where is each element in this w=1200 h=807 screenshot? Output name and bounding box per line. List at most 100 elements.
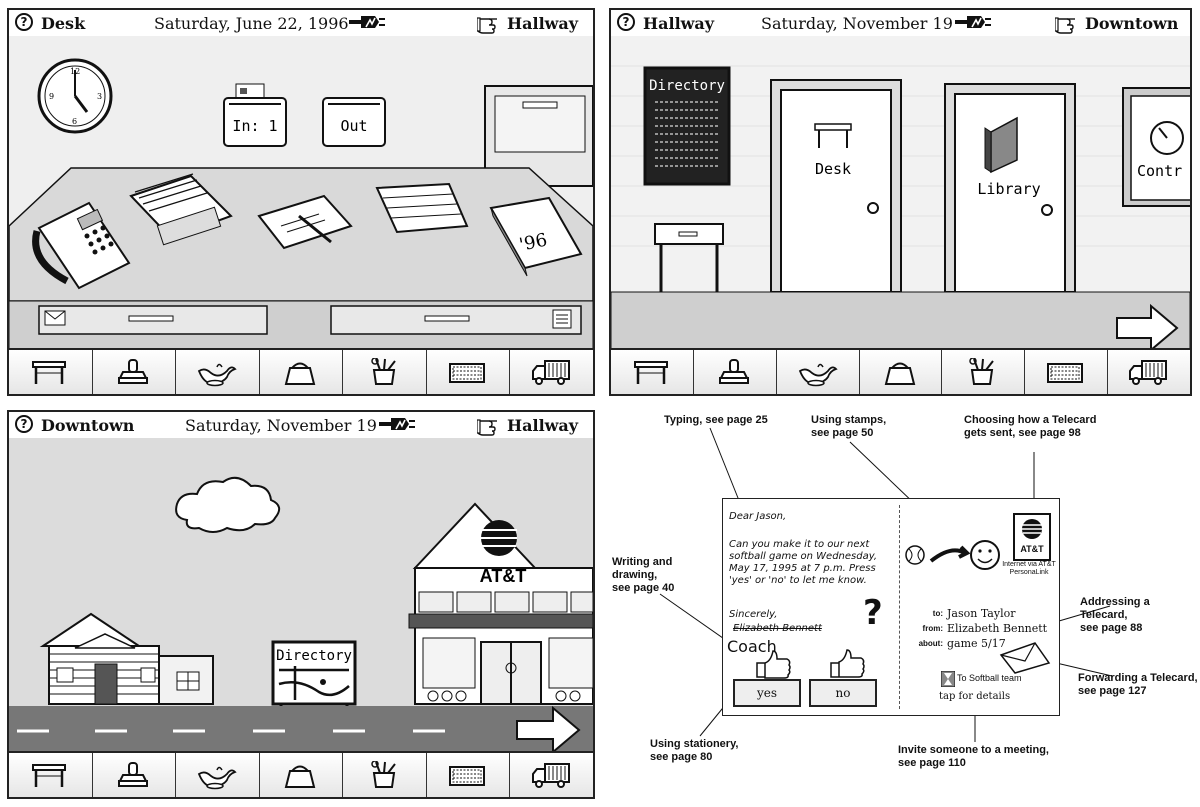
door-library-label: Library — [977, 180, 1040, 198]
callout-forwarding-line2: see page 127 — [1078, 685, 1147, 697]
desk-icon — [32, 360, 67, 386]
postcard-icon[interactable] — [257, 194, 353, 250]
toolbar-tools-button[interactable] — [343, 753, 427, 797]
pointing-hand-icon[interactable] — [477, 15, 499, 35]
softball-icon — [905, 545, 925, 565]
notebook-icon[interactable] — [375, 182, 469, 234]
att-logo-stamp[interactable]: AT&T — [1013, 513, 1051, 561]
thumbs-down-icon — [830, 649, 865, 678]
tools-cup-icon — [370, 358, 396, 385]
toolbar-keyboard-button[interactable] — [426, 350, 511, 394]
from-value[interactable]: Elizabeth Bennett — [947, 622, 1048, 635]
keyboard-icon — [449, 363, 486, 383]
callout-forwarding-line1: Forwarding a Telecard, — [1078, 672, 1198, 684]
yes-button[interactable]: yes — [733, 679, 801, 707]
outbox-tray[interactable]: Out — [322, 97, 386, 147]
inbox-tray[interactable]: In: 1 — [223, 83, 287, 147]
callout-stamps-line1: Using stamps, — [811, 414, 887, 426]
desk-icon — [633, 360, 669, 386]
truck-icon — [531, 360, 570, 385]
door-control-partial[interactable]: Contr — [1122, 87, 1190, 207]
power-plug-icon — [349, 15, 387, 29]
toolbar-keyboard-button[interactable] — [426, 753, 511, 797]
letter-body[interactable]: Can you make it to our next softball gam… — [729, 539, 878, 586]
att-store[interactable]: AT&T — [408, 502, 593, 705]
right-drawer[interactable] — [330, 305, 582, 335]
att-logo-text: AT&T — [1020, 544, 1044, 554]
toolbar-tools-button[interactable] — [942, 350, 1026, 394]
toolbar-stamp-button[interactable] — [693, 350, 777, 394]
card-file-icon[interactable] — [129, 173, 233, 246]
toolbar-tools-button[interactable] — [343, 350, 427, 394]
house[interactable] — [39, 612, 214, 705]
tap-for-details-text[interactable]: tap for details — [939, 691, 1011, 702]
directory-sign-title: Directory — [276, 648, 352, 664]
toolbar-truck-button[interactable] — [1108, 350, 1190, 394]
directory-sign[interactable]: Directory — [271, 640, 357, 720]
callout-invite-line2: see page 110 — [898, 757, 966, 769]
toolbar-desk-button[interactable] — [9, 350, 93, 394]
toolbar-truck-button[interactable] — [510, 753, 593, 797]
power-plug-icon — [379, 417, 417, 431]
toolbar-bag-button[interactable] — [859, 350, 943, 394]
about-value[interactable]: game 5/17 — [947, 637, 1006, 650]
pointing-hand-icon[interactable] — [1055, 15, 1077, 35]
right-arrow-icon[interactable] — [1116, 303, 1179, 352]
destination-link[interactable]: Downtown — [1085, 14, 1179, 33]
letter-greeting[interactable]: Dear Jason, — [729, 511, 787, 522]
bag-icon — [884, 362, 915, 385]
forward-to-text[interactable]: To Softball team — [957, 673, 1022, 683]
callout-choosing-line1: Choosing how a Telecard — [964, 414, 1097, 426]
downtown-toolbar — [9, 751, 593, 797]
door-desk[interactable]: Desk — [770, 79, 902, 293]
help-icon[interactable]: ? — [15, 13, 33, 31]
side-table — [654, 223, 724, 292]
directory-board[interactable]: Directory — [643, 66, 731, 186]
envelope-icon[interactable] — [999, 641, 1051, 675]
toolbar-keyboard-button[interactable] — [1025, 350, 1109, 394]
desk-header-bar: ? Desk Saturday, June 22, 1996 Hallway — [9, 10, 593, 37]
callout-stationery-line2: see page 80 — [650, 751, 713, 763]
service-note: Internet via AT&T PersonaLink — [1002, 561, 1056, 576]
toolbar-lamp-button[interactable] — [176, 350, 260, 394]
letter-signature-struck[interactable]: Elizabeth Bennett — [733, 623, 822, 634]
destination-link[interactable]: Hallway — [507, 14, 579, 33]
pointing-hand-icon[interactable] — [477, 417, 499, 437]
handwritten-note[interactable]: Coach — [727, 637, 777, 656]
question-mark: ? — [863, 593, 883, 633]
door-library[interactable]: Library — [944, 83, 1076, 293]
no-button[interactable]: no — [809, 679, 877, 707]
toolbar-lamp-button[interactable] — [776, 350, 860, 394]
help-icon[interactable]: ? — [617, 13, 635, 31]
desk-panel: ? Desk Saturday, June 22, 1996 Hallway 1… — [7, 8, 595, 396]
toolbar-bag-button[interactable] — [259, 753, 344, 797]
toolbar-stamp-button[interactable] — [92, 350, 177, 394]
downtown-header-bar: ? Downtown Saturday, November 19 Hallway — [9, 412, 593, 439]
right-arrow-icon[interactable] — [516, 705, 581, 755]
letter-closing[interactable]: Sincerely, — [729, 609, 778, 620]
to-value[interactable]: Jason Taylor — [947, 607, 1016, 620]
location-label: Downtown — [41, 416, 135, 435]
left-drawer[interactable] — [38, 305, 268, 335]
svg-text:12: 12 — [70, 67, 80, 76]
inbox-label: In: 1 — [232, 117, 277, 135]
callout-stationery-line1: Using stationery, — [650, 738, 739, 750]
stamp-icon — [117, 762, 148, 787]
toolbar-stamp-button[interactable] — [92, 753, 177, 797]
callout-typing: Typing, see page 25 — [664, 414, 768, 426]
store-sign: AT&T — [480, 566, 527, 586]
telephone-icon[interactable] — [32, 201, 131, 290]
toolbar-desk-button[interactable] — [9, 753, 93, 797]
toolbar-desk-button[interactable] — [611, 350, 694, 394]
toolbar-lamp-button[interactable] — [176, 753, 260, 797]
telecard[interactable]: Dear Jason, Can you make it to our next … — [722, 498, 1060, 716]
toolbar-truck-button[interactable] — [510, 350, 593, 394]
datebook-icon[interactable]: '96 — [489, 196, 583, 277]
help-icon[interactable]: ? — [15, 415, 33, 433]
destination-link[interactable]: Hallway — [507, 416, 579, 435]
stamp-area[interactable] — [903, 533, 1013, 583]
date-label: Saturday, November 19 — [185, 416, 377, 435]
downtown-scene: Directory AT&T — [9, 438, 593, 755]
toolbar-bag-button[interactable] — [259, 350, 344, 394]
